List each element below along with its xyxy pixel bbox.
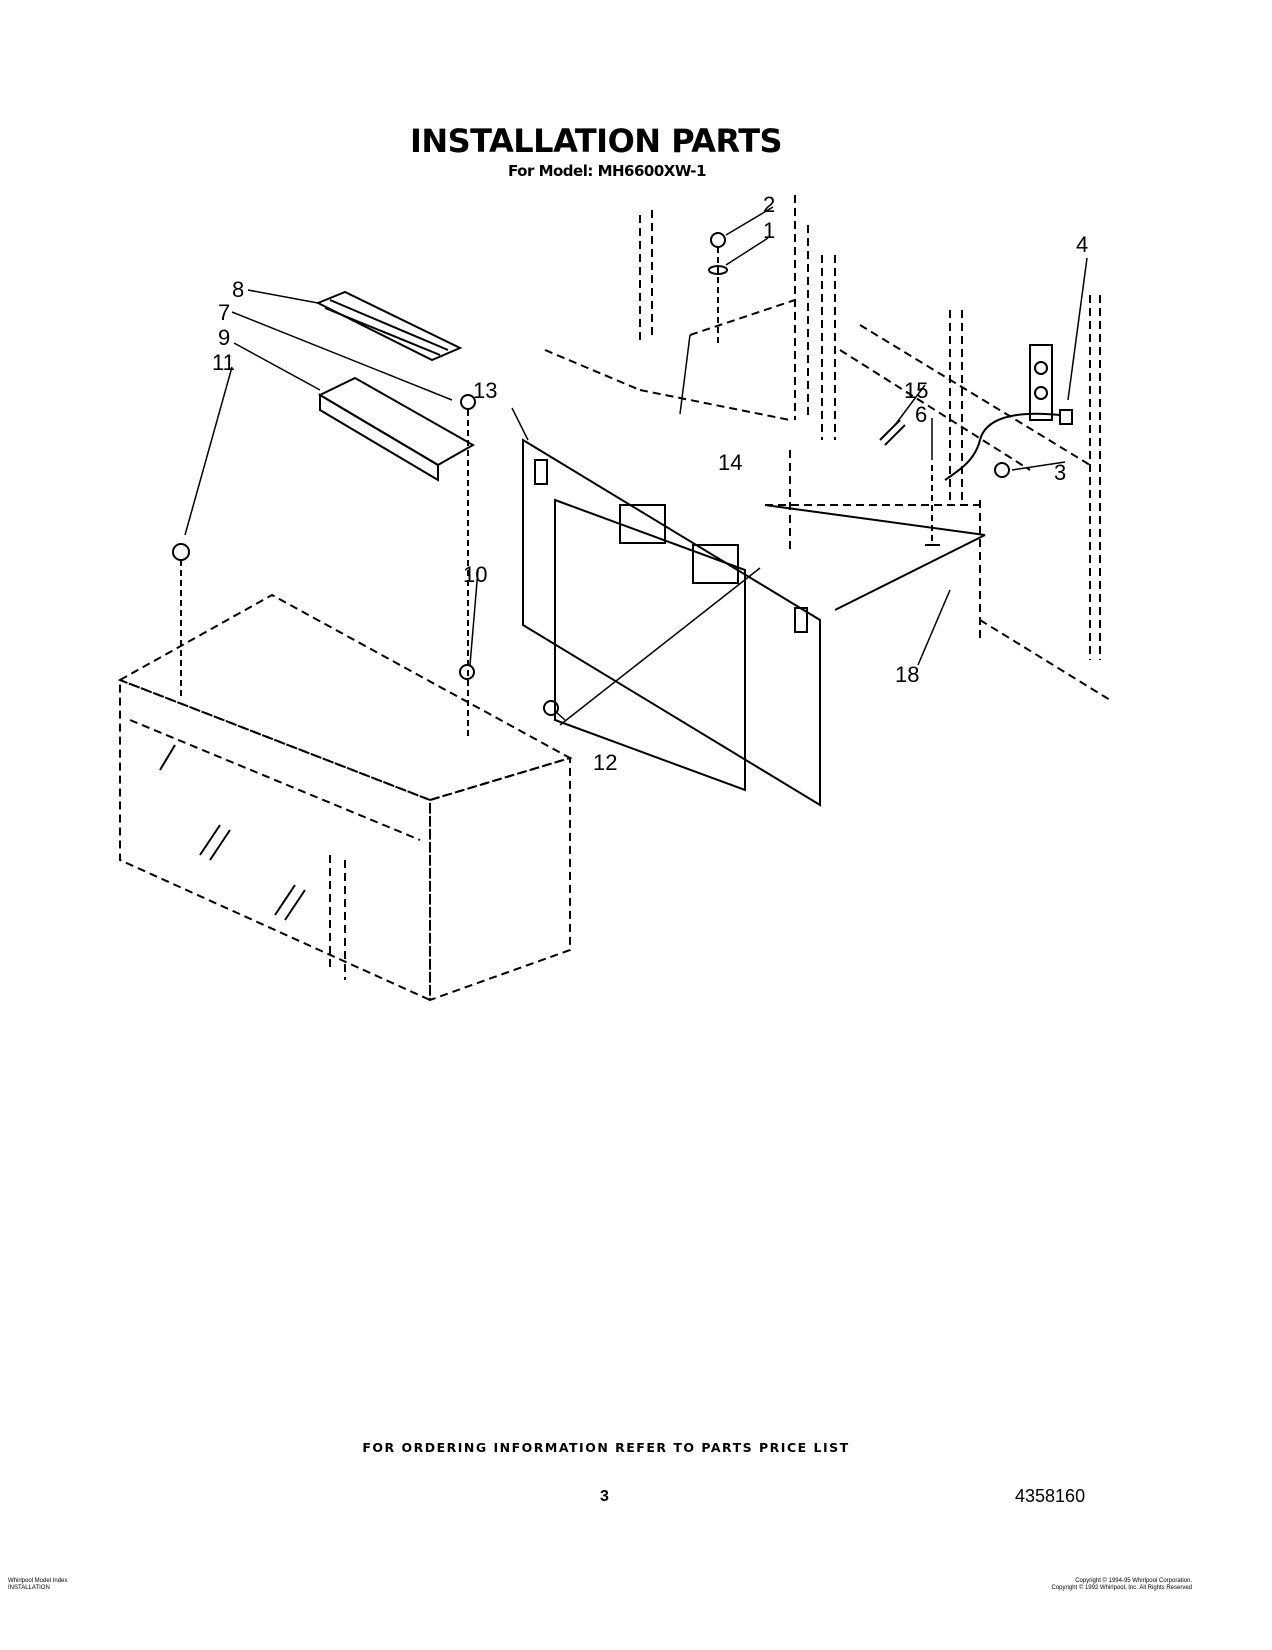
callout-13: 13 — [473, 378, 497, 403]
callout-15: 15 — [904, 378, 928, 403]
ordering-note: FOR ORDERING INFORMATION REFER TO PARTS … — [362, 1440, 850, 1455]
microwave-oven — [117, 593, 573, 1002]
callout-3: 3 — [1054, 460, 1066, 485]
page-title: INSTALLATION PARTS — [409, 122, 783, 160]
model-subtitle: For Model: MH6600XW-1 — [508, 162, 706, 180]
callout-8: 8 — [232, 277, 244, 302]
callout-14: 14 — [718, 450, 742, 475]
wall-cabinet-outline — [544, 195, 1111, 701]
document-number: 4358160 — [1015, 1486, 1086, 1506]
corner-right-line1: Copyright © 1994-95 Whirlpool Corporatio… — [1075, 1578, 1192, 1584]
callout-10: 10 — [463, 562, 487, 587]
part-callouts: 2 1 4 8 7 9 11 13 15 6 3 14 10 18 12 — [212, 192, 1088, 775]
exhaust-grille — [315, 290, 463, 362]
callout-1: 1 — [763, 218, 775, 243]
corner-right-note: Copyright © 1994-95 Whirlpool Corporatio… — [1052, 1578, 1192, 1592]
callout-6: 6 — [915, 402, 927, 427]
screw-hardware — [172, 232, 1010, 740]
damper-assembly — [317, 376, 476, 482]
corner-left-line1: Whirlpool Model Index — [8, 1578, 68, 1584]
leader-lines — [184, 206, 1088, 721]
callout-9: 9 — [218, 325, 230, 350]
corner-left-line2: INSTALLATION — [8, 1585, 50, 1591]
callout-2: 2 — [763, 192, 775, 217]
page-number: 3 — [600, 1488, 609, 1505]
callout-11: 11 — [212, 350, 235, 375]
callout-18: 18 — [895, 662, 919, 687]
callout-4: 4 — [1076, 232, 1088, 257]
corner-right-line2: Copyright © 1992 Whirlpool, Inc. All Rig… — [1051, 1585, 1192, 1591]
callout-7: 7 — [218, 300, 230, 325]
power-outlet — [944, 344, 1073, 481]
mounting-plate — [522, 438, 821, 807]
corner-left-note: Whirlpool Model Index INSTALLATION — [8, 1578, 67, 1592]
centerline-marker — [559, 567, 761, 726]
callout-12: 12 — [593, 750, 617, 775]
